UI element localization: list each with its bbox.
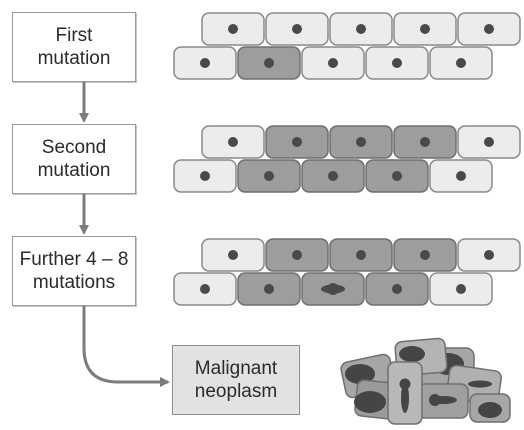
cell-layer-further (173, 238, 521, 306)
result-box-malignant-neoplasm: Malignant neoplasm (172, 345, 300, 415)
stage-label-line2: mutation (37, 160, 111, 181)
cell-nucleus (264, 58, 274, 68)
cell-nucleus (200, 171, 210, 181)
cell-nucleus-lobe (327, 283, 339, 295)
result-label-line1: Malignant (194, 357, 278, 379)
cell-nucleus (292, 250, 302, 260)
cell-nucleus (356, 137, 366, 147)
cell-nucleus (420, 137, 430, 147)
cell-nucleus (228, 137, 238, 147)
stage-box-first-mutation: First mutation (12, 12, 136, 82)
stage-label-line1: Further 4 – 8 (19, 248, 129, 270)
stage-label-line1: First (55, 24, 93, 46)
cell-nucleus (484, 137, 494, 147)
cell-nucleus (292, 24, 302, 34)
cell-nucleus (228, 24, 238, 34)
malignant-nucleus (345, 364, 375, 384)
cell-nucleus (392, 284, 402, 294)
cell-nucleus (200, 284, 210, 294)
cell-nucleus (228, 250, 238, 260)
arrow-further-to-malignant (82, 306, 170, 387)
flow-arrows (79, 82, 170, 387)
stage-box-further-mutations: Further 4 – 8 mutations (12, 236, 136, 306)
cell-layer-first (173, 12, 521, 80)
cell-nucleus (328, 58, 338, 68)
cell-nucleus (420, 250, 430, 260)
cell-nucleus (456, 171, 466, 181)
cell-nucleus (292, 137, 302, 147)
malignant-nucleus-elongated (468, 380, 492, 388)
stage-label-line2: mutations (32, 272, 116, 293)
cell-nucleus (456, 284, 466, 294)
cell-nucleus (200, 58, 210, 68)
cell-nucleus (392, 58, 402, 68)
cell-nucleus (456, 58, 466, 68)
result-label-line2: neoplasm (194, 381, 278, 402)
cell-layer-second (173, 125, 521, 193)
stage-label-line1: Second (41, 136, 107, 158)
cell-nucleus (328, 171, 338, 181)
cell-nucleus (484, 250, 494, 260)
cell-nucleus (356, 24, 366, 34)
malignant-cell-cluster (340, 337, 511, 425)
malignant-nucleus (478, 402, 502, 418)
malignant-nucleus (354, 391, 386, 413)
cell-nucleus (392, 171, 402, 181)
cell-nucleus (264, 284, 274, 294)
cell-nucleus (484, 24, 494, 34)
malignant-nucleus-lobe (399, 378, 411, 390)
malignant-nucleus-vertical (401, 383, 409, 413)
cell-nucleus (264, 171, 274, 181)
cell-nucleus (420, 24, 430, 34)
cell-nucleus (356, 250, 366, 260)
malignant-nucleus (399, 346, 425, 362)
stage-label-line2: mutation (37, 48, 111, 69)
malignant-nucleus-lobe (429, 394, 441, 406)
stage-box-second-mutation: Second mutation (12, 124, 136, 194)
